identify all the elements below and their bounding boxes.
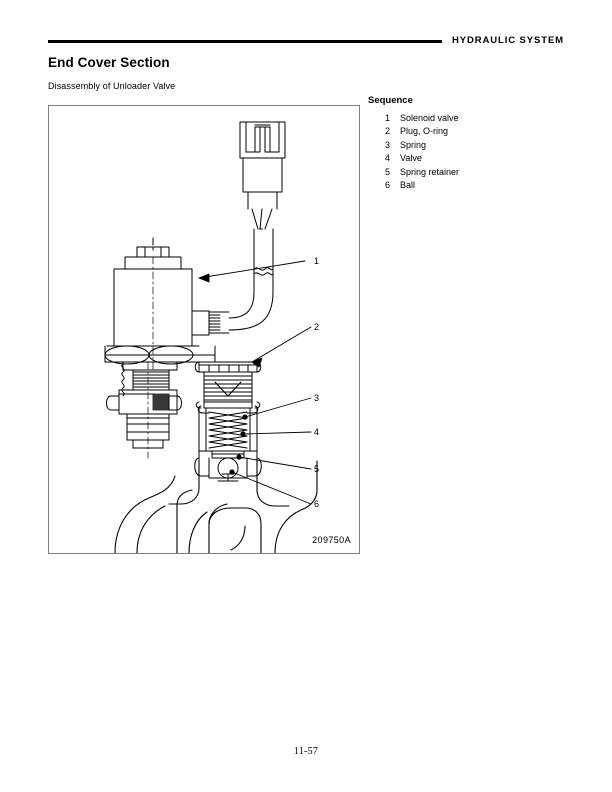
- sequence-item-number: 5: [384, 166, 390, 177]
- sequence-item-3: 3 Spring: [368, 140, 558, 150]
- coil-spring: [197, 405, 259, 452]
- header-title: HYDRAULIC SYSTEM: [451, 35, 564, 46]
- sequence-item-2: 2 Plug, O-ring: [368, 126, 558, 136]
- sequence-item-label: Spring: [400, 139, 427, 150]
- callout-number-1: 1: [314, 256, 319, 266]
- sequence-item-4: 4 Valve: [368, 153, 558, 163]
- sequence-item-5: 5 Spring retainer: [368, 167, 558, 177]
- sequence-item-number: 1: [384, 113, 390, 123]
- conduit-side-box: [191, 310, 230, 336]
- sequence-item-number: 4: [384, 153, 390, 164]
- callout-number-4: 4: [314, 427, 319, 437]
- sequence-item-1: 1 Solenoid valve: [368, 113, 558, 123]
- callout-numbers: 1 2 3 4 5 6: [314, 256, 319, 509]
- sequence-item-6: 6 Ball: [368, 180, 558, 190]
- callout-number-2: 2: [314, 322, 319, 332]
- callout-leaders: [198, 260, 312, 505]
- plug-o-ring: [194, 361, 262, 409]
- header-rule: [48, 39, 442, 43]
- callout-number-5: 5: [314, 464, 319, 474]
- end-cover-casting: [114, 460, 318, 553]
- figure-frame: 1 2 3 4 5 6 209750A: [48, 105, 360, 554]
- cable-conduit: [228, 228, 274, 331]
- callout-number-3: 3: [314, 393, 319, 403]
- callout-number-6: 6: [314, 499, 319, 509]
- sequence-item-number: 6: [384, 179, 390, 190]
- sequence-item-number: 2: [384, 126, 390, 137]
- sequence-item-label: Spring retainer: [400, 166, 460, 177]
- page-title: End Cover Section: [48, 55, 170, 70]
- figure-id: 209750A: [312, 535, 351, 545]
- sequence-item-label: Plug, O-ring: [400, 126, 449, 137]
- wire-bundle: [251, 208, 273, 230]
- sequence-item-label: Valve: [400, 153, 422, 164]
- solenoid-coil-housing: [113, 237, 193, 373]
- hex-flange-upper: [104, 345, 216, 365]
- sequence-heading: Sequence: [368, 95, 413, 106]
- cartridge-valve-left: [106, 361, 182, 459]
- electrical-connector-icon: [239, 121, 286, 210]
- unloader-valve-exploded-diagram: 1 2 3 4 5 6: [104, 121, 319, 553]
- sequence-item-label: Ball: [400, 179, 416, 190]
- page-header: HYDRAULIC SYSTEM: [48, 30, 564, 52]
- spring-retainer-and-ball: [194, 450, 262, 482]
- sequence-item-number: 3: [384, 139, 390, 150]
- sequence-item-label: Solenoid valve: [400, 113, 459, 123]
- page-subtitle: Disassembly of Unloader Valve: [48, 81, 176, 91]
- page-number: 11-57: [293, 746, 319, 757]
- sequence-block: Sequence 1 Solenoid valve 2 Plug, O-ring…: [368, 95, 558, 193]
